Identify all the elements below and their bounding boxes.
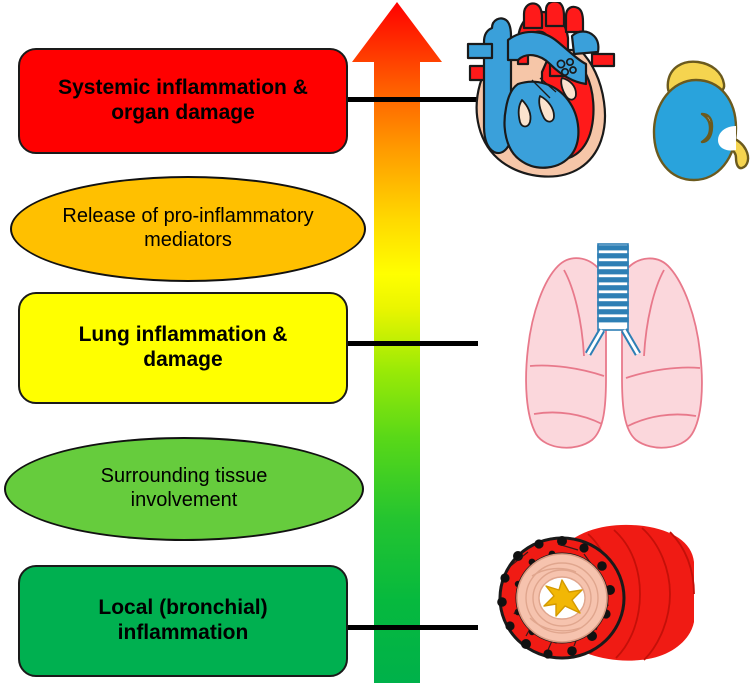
stage-ellipse-mediators[interactable]: Release of pro-inflammatory mediators — [10, 176, 366, 282]
kidney-icon — [648, 56, 752, 190]
connector-local-to-bronchus — [348, 625, 478, 630]
stage-box-lung[interactable]: Lung inflammation & damage — [18, 292, 348, 404]
connector-systemic-to-heart — [348, 97, 480, 102]
stage-label-surrounding: Surrounding tissue involvement — [100, 465, 268, 511]
lungs-icon — [522, 236, 708, 458]
stage-label-local: Local (bronchial) inflammation — [98, 596, 268, 644]
stage-label-systemic: Systemic inflammation & organ damage — [58, 76, 308, 124]
bronchus-cross-section-icon — [492, 518, 696, 680]
stage-box-local[interactable]: Local (bronchial) inflammation — [18, 565, 348, 677]
stage-box-systemic[interactable]: Systemic inflammation & organ damage — [18, 48, 348, 154]
connector-lung-to-lungs — [348, 341, 478, 346]
stage-label-mediators: Release of pro-inflammatory mediators — [62, 205, 314, 251]
heart-icon — [462, 0, 622, 187]
stage-label-lung: Lung inflammation & damage — [78, 323, 288, 371]
stage-ellipse-surrounding[interactable]: Surrounding tissue involvement — [4, 437, 364, 541]
